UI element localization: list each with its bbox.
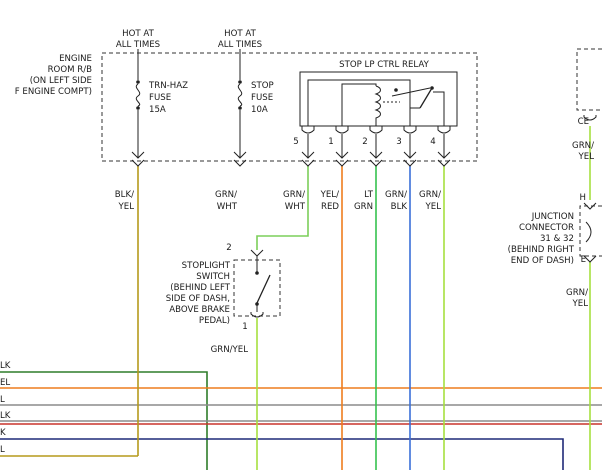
stoplight-switch-wire-label: GRN/YEL bbox=[211, 345, 249, 355]
stoplight-switch-pin-1: 1 bbox=[242, 322, 247, 332]
junction-label-2: CONNECTOR bbox=[519, 223, 574, 233]
stoplight-switch-label-6: PEDAL) bbox=[199, 316, 230, 326]
right-wire-bottom-1: GRN/ bbox=[566, 288, 588, 298]
stoplight-switch-label-3: (BEHIND LEFT bbox=[170, 283, 230, 293]
stoplight-switch: STOPLIGHT SWITCH (BEHIND LEFT SIDE OF DA… bbox=[166, 243, 281, 355]
trn-haz-fuse-name: TRN-HAZ bbox=[148, 81, 188, 91]
stoplight-switch-label-5: ABOVE BRAKE bbox=[169, 305, 230, 315]
junction-label-4: (BEHIND RIGHT bbox=[508, 245, 575, 255]
wire-label-grn-wht-a-1: GRN/ bbox=[215, 190, 237, 200]
relay-pin-4: 4 bbox=[430, 137, 435, 147]
stop-lp-ctrl-relay: STOP LP CTRL RELAY bbox=[299, 60, 458, 127]
hot-label-left-line1: HOT AT bbox=[122, 29, 154, 39]
hot-at-all-times-left: HOT AT ALL TIMES bbox=[116, 29, 160, 50]
engine-rb-line1: ENGINE bbox=[59, 54, 92, 64]
trn-haz-fuse-word: FUSE bbox=[149, 93, 171, 103]
engine-rb-line4: F ENGINE COMPT) bbox=[15, 87, 92, 97]
vertical-wires bbox=[137, 126, 591, 470]
engine-room-rb-box bbox=[101, 52, 478, 162]
relay-pins: 5 1 2 3 4 bbox=[293, 137, 435, 147]
wire-label-grn-wht-b-1: GRN/ bbox=[283, 190, 305, 200]
relay-pin-3: 3 bbox=[396, 137, 401, 147]
junction-label-1: JUNCTION bbox=[531, 212, 574, 222]
bus-wire-dark-green bbox=[0, 371, 208, 470]
bus-label-5: K bbox=[0, 428, 6, 438]
engine-rb-line2: ROOM R/B bbox=[48, 65, 93, 75]
wire-label-grn-yel-2: YEL bbox=[425, 202, 442, 212]
junction-connector-box bbox=[579, 205, 602, 257]
bus-label-4: LK bbox=[0, 411, 11, 421]
relay-pin-1: 1 bbox=[328, 137, 333, 147]
relay-title: STOP LP CTRL RELAY bbox=[339, 60, 429, 70]
wire-grn-wht-relay bbox=[256, 166, 309, 250]
right-wire-top-1: GRN/ bbox=[572, 141, 594, 151]
junction-pin-h: H bbox=[580, 193, 586, 203]
bus-label-3: L bbox=[0, 395, 5, 405]
hot-label-right-line2: ALL TIMES bbox=[218, 40, 262, 50]
junction-label-3: 31 & 32 bbox=[540, 234, 574, 244]
bus-label-1: LK bbox=[0, 361, 11, 371]
wire-label-lt-grn-1: LT bbox=[364, 190, 374, 200]
junction-label-5: END OF DASH) bbox=[511, 256, 574, 266]
stoplight-switch-label-1: STOPLIGHT bbox=[182, 261, 231, 271]
engine-room-rb-label: ENGINE ROOM R/B (ON LEFT SIDE F ENGINE C… bbox=[15, 54, 92, 97]
bus-label-2: EL bbox=[0, 378, 10, 388]
relay-pin-2: 2 bbox=[362, 137, 367, 147]
wire-color-labels: BLK/ YEL GRN/ WHT GRN/ WHT YEL/ RED LT G… bbox=[115, 190, 441, 212]
stoplight-switch-label-2: SWITCH bbox=[196, 272, 230, 282]
stop-fuse: STOP FUSE 10A bbox=[237, 49, 274, 158]
wire-label-yel-red-2: RED bbox=[321, 202, 339, 212]
trn-haz-fuse: TRN-HAZ FUSE 15A bbox=[135, 49, 188, 158]
ce-label: CE bbox=[578, 117, 589, 127]
trn-haz-fuse-rating: 15A bbox=[149, 105, 166, 115]
wire-label-yel-red-1: YEL/ bbox=[320, 190, 339, 200]
wire-label-grn-blk-2: BLK bbox=[391, 202, 408, 212]
wire-label-grn-blk-1: GRN/ bbox=[385, 190, 407, 200]
bus-label-6: L bbox=[0, 445, 5, 455]
wire-label-blk-yel-1: BLK/ bbox=[115, 190, 134, 200]
right-side-components: CE GRN/ YEL H JUNCTION CONNECTOR 31 & 32… bbox=[508, 48, 602, 309]
stoplight-switch-label-4: SIDE OF DASH, bbox=[166, 294, 230, 304]
hot-label-right-line1: HOT AT bbox=[224, 29, 256, 39]
wire-label-lt-grn-2: GRN bbox=[354, 202, 373, 212]
relay-pin-5: 5 bbox=[293, 137, 298, 147]
left-bus-labels: LK EL L LK K L bbox=[0, 361, 11, 455]
bus-wire-navy bbox=[0, 438, 564, 470]
wire-label-grn-yel-1: GRN/ bbox=[419, 190, 441, 200]
wire-label-grn-wht-a-2: WHT bbox=[217, 202, 238, 212]
wire-label-blk-yel-2: YEL bbox=[118, 202, 135, 212]
right-wire-bottom-2: YEL bbox=[572, 299, 589, 309]
connector-symbols bbox=[131, 126, 451, 167]
hot-at-all-times-right: HOT AT ALL TIMES bbox=[218, 29, 262, 50]
left-bus-wires bbox=[0, 371, 602, 470]
junction-pin-e: E bbox=[581, 255, 586, 265]
stop-fuse-word: FUSE bbox=[251, 93, 273, 103]
right-wire-top-2: YEL bbox=[578, 152, 595, 162]
wire-label-grn-wht-b-2: WHT bbox=[285, 202, 306, 212]
relay-coil bbox=[374, 85, 381, 126]
hot-label-left-line2: ALL TIMES bbox=[116, 40, 160, 50]
stop-fuse-name: STOP bbox=[251, 81, 274, 91]
stoplight-switch-pin-2: 2 bbox=[226, 243, 231, 253]
stop-fuse-rating: 10A bbox=[251, 105, 268, 115]
engine-rb-line3: (ON LEFT SIDE bbox=[30, 76, 92, 86]
